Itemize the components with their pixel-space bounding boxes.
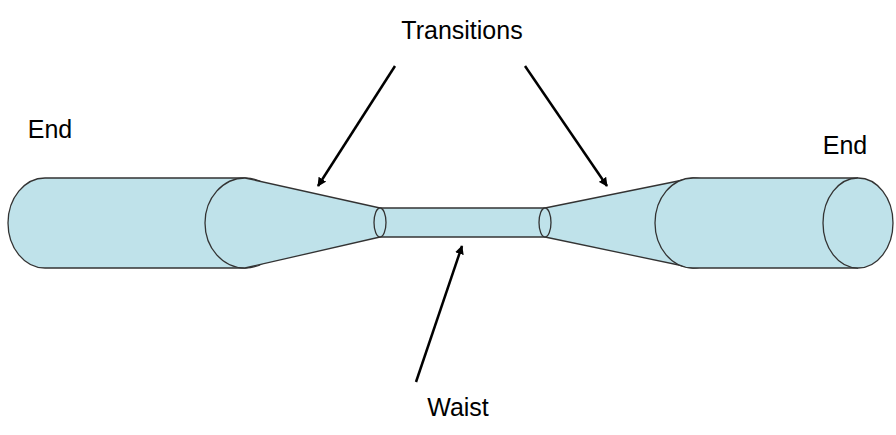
right-end-edge xyxy=(693,267,858,268)
part-label: End xyxy=(823,132,867,160)
left-transition xyxy=(245,178,380,268)
waist-body xyxy=(380,208,545,237)
part-label: End xyxy=(28,116,72,144)
waist-edge xyxy=(380,236,545,237)
part-label: Transitions xyxy=(401,17,522,45)
pointer-arrow xyxy=(318,66,395,186)
part-label: Waist xyxy=(427,394,489,422)
waist-face xyxy=(539,208,551,237)
pointer-arrow xyxy=(416,246,462,382)
left-transition-edge xyxy=(245,237,380,268)
waist-edge xyxy=(380,207,545,208)
right-end-edge xyxy=(693,177,858,178)
right-end-cap xyxy=(823,178,893,268)
pointer-arrow xyxy=(525,66,607,186)
waist-face xyxy=(374,208,386,237)
left-transition-edge xyxy=(245,178,380,208)
